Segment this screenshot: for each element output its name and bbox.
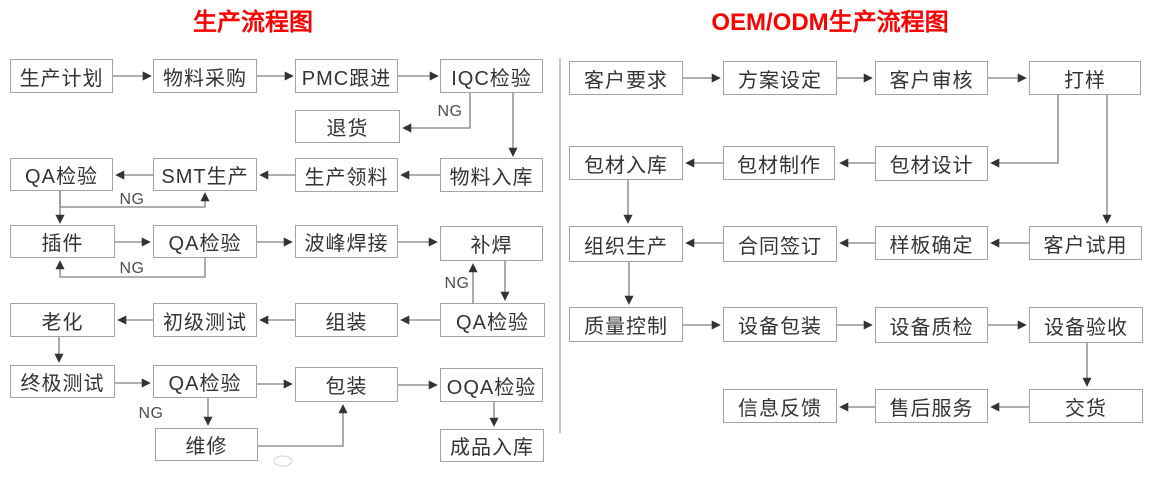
node-packaging-production: 包材制作 xyxy=(723,146,835,180)
artifact-ellipse xyxy=(273,455,293,467)
node-qa-inspection-3: QA检验 xyxy=(440,303,545,337)
node-wave-soldering: 波峰焊接 xyxy=(295,225,398,258)
node-organize-production: 组织生产 xyxy=(569,226,683,262)
node-iqc-inspection: IQC检验 xyxy=(440,59,543,93)
edge-sampling-to-packaging-design xyxy=(990,95,1059,168)
node-customer-requirements: 客户要求 xyxy=(569,61,683,95)
node-feedback: 信息反馈 xyxy=(723,389,837,423)
node-primary-test: 初级测试 xyxy=(153,303,257,337)
ng-label-4: NG xyxy=(444,275,470,292)
node-smt-production: SMT生产 xyxy=(153,158,257,191)
ng-label-2: NG xyxy=(119,191,145,208)
node-customer-review: 客户审核 xyxy=(875,61,988,95)
node-production-plan: 生产计划 xyxy=(10,59,113,93)
node-after-sales-service: 售后服务 xyxy=(875,389,988,423)
node-material-warehousing: 物料入库 xyxy=(440,158,543,192)
node-pmc-follow-up: PMC跟进 xyxy=(295,59,398,93)
node-production-picking: 生产领料 xyxy=(295,158,398,192)
node-finished-warehousing: 成品入库 xyxy=(440,429,544,462)
node-equipment-acceptance: 设备验收 xyxy=(1029,307,1143,343)
node-packaging-design: 包材设计 xyxy=(875,146,988,181)
node-aging: 老化 xyxy=(10,303,115,337)
node-packaging-warehousing: 包材入库 xyxy=(569,146,683,180)
node-return-goods: 退货 xyxy=(295,110,400,143)
left-chart-title: 生产流程图 xyxy=(193,9,313,36)
ng-label-3: NG xyxy=(119,260,145,277)
right-chart-title: OEM/ODM生产流程图 xyxy=(711,9,949,36)
node-maintenance: 维修 xyxy=(155,428,258,461)
node-quality-control: 质量控制 xyxy=(569,307,683,342)
node-qa-inspection-1: QA检验 xyxy=(10,158,113,191)
node-delivery: 交货 xyxy=(1029,389,1143,423)
node-plan-setting: 方案设定 xyxy=(723,61,837,95)
node-equipment-packing: 设备包装 xyxy=(723,307,837,342)
node-equipment-qc: 设备质检 xyxy=(875,307,988,343)
node-repair-welding: 补焊 xyxy=(440,226,543,261)
node-assembly: 组装 xyxy=(295,303,398,337)
ng-label-1: NG xyxy=(437,103,463,120)
node-final-test: 终极测试 xyxy=(10,365,115,398)
node-plug-in: 插件 xyxy=(10,225,115,258)
node-customer-trial: 客户试用 xyxy=(1029,226,1142,260)
node-qa-inspection-2: QA检验 xyxy=(153,225,257,258)
node-material-purchase: 物料采购 xyxy=(153,59,257,93)
node-oqa-inspection: OQA检验 xyxy=(440,368,543,402)
node-sampling: 打样 xyxy=(1029,61,1141,95)
ng-label-5: NG xyxy=(138,405,164,422)
edge-maintenance-to-packaging xyxy=(258,404,348,447)
node-qa-inspection-4: QA检验 xyxy=(153,365,257,398)
node-contract-signing: 合同签订 xyxy=(723,226,837,262)
node-sample-confirmation: 样板确定 xyxy=(875,226,988,260)
node-packaging: 包装 xyxy=(295,367,398,402)
